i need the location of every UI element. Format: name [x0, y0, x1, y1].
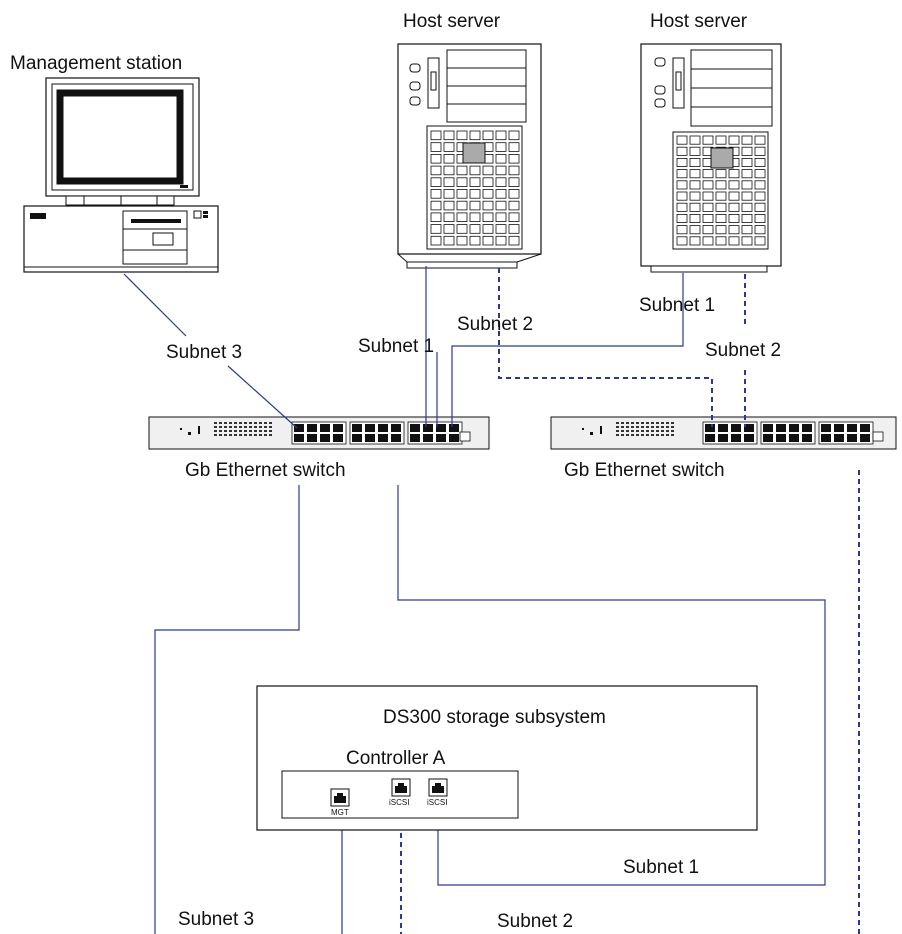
management-station-icon	[23, 77, 219, 273]
switch-port-group	[349, 421, 405, 445]
switch-port-group	[702, 421, 758, 445]
subnet3-bottom-label: Subnet 3	[178, 909, 254, 930]
switch-port-group	[291, 421, 347, 445]
switch-left-icon	[148, 416, 490, 450]
host-server-right-icon	[640, 43, 782, 273]
mgt-port-icon	[330, 788, 350, 807]
mgt-port-label: MGT	[331, 808, 349, 817]
subnet2-right-label: Subnet 2	[705, 340, 781, 361]
iscsi-port-2-icon	[428, 778, 448, 797]
iscsi-port-1-label: iSCSI	[389, 798, 409, 807]
iscsi-port-2-label: iSCSI	[427, 798, 447, 807]
switch-right-label: Gb Ethernet switch	[564, 460, 725, 481]
ds300-label: DS300 storage subsystem	[383, 707, 606, 728]
iscsi-port-1-icon	[391, 778, 411, 797]
subnet2-bottom-label: Subnet 2	[497, 911, 573, 932]
subnet1-bottom-label: Subnet 1	[623, 857, 699, 878]
switch-right-icon	[550, 416, 897, 450]
management-station-label: Management station	[10, 53, 182, 74]
subnet1-right-label: Subnet 1	[639, 295, 715, 316]
subnet3-top-label: Subnet 3	[166, 342, 242, 363]
host-server-left-label: Host server	[403, 11, 501, 32]
switch-left-label: Gb Ethernet switch	[185, 460, 346, 481]
switch-port-group	[760, 421, 816, 445]
subnet1-center-label: Subnet 1	[358, 336, 434, 357]
host-server-left-icon	[397, 43, 542, 269]
controller-a-label: Controller A	[346, 748, 446, 769]
subnet2-center-label: Subnet 2	[457, 314, 533, 335]
host-server-right-label: Host server	[650, 11, 748, 32]
